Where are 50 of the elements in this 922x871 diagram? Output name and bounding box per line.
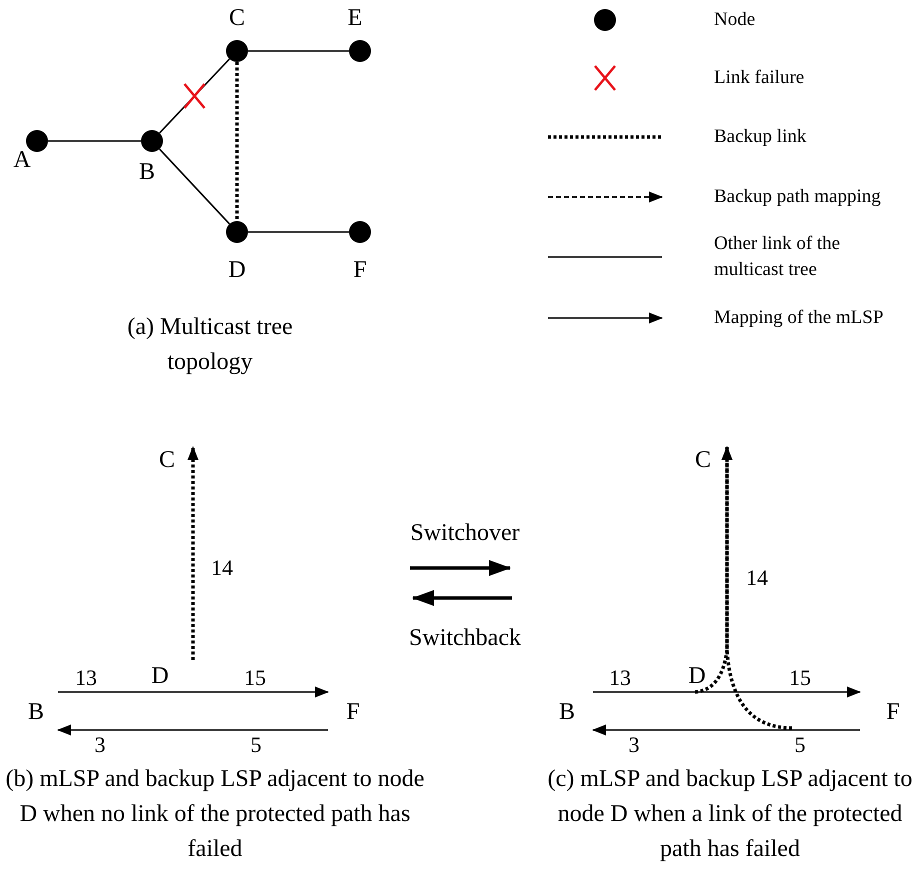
- legend-text: Backup path mapping: [714, 185, 882, 209]
- legend-text: Backup link: [714, 125, 808, 149]
- link-line: [193, 729, 328, 731]
- link-line: [248, 231, 349, 233]
- link-line: [593, 691, 727, 693]
- node-label: E: [348, 6, 362, 30]
- node-label: D: [151, 664, 169, 688]
- node-label: D: [228, 258, 246, 282]
- legend-text: Mapping of the mLSP: [714, 306, 884, 330]
- node-label: C: [695, 448, 711, 472]
- node-label: A: [13, 148, 31, 172]
- edge-label: 15: [244, 667, 266, 689]
- node-label: F: [346, 700, 360, 724]
- link-line: [248, 50, 349, 52]
- link-line: [727, 729, 860, 731]
- legend-text: Link failure: [714, 66, 806, 90]
- edge-label: 5: [794, 734, 806, 756]
- node-label: F: [886, 700, 900, 724]
- switch-label: Switchback: [409, 626, 521, 650]
- edge-label: 14: [746, 567, 768, 589]
- node-label: B: [28, 700, 44, 724]
- edge-label: 13: [609, 667, 631, 689]
- switch-label: Switchover: [410, 521, 520, 545]
- node-label: B: [559, 700, 575, 724]
- edge-label: 3: [94, 734, 106, 756]
- link-line: [48, 140, 141, 142]
- edge-label: 3: [628, 734, 640, 756]
- node-label: D: [688, 664, 706, 688]
- figure-caption: (c) mLSP and backup LSP adjacent to node D when a link of the protected path has failed: [546, 765, 914, 864]
- dotted-arrow: [188, 446, 198, 660]
- edge-label: 13: [75, 667, 97, 689]
- node-label: C: [229, 6, 245, 30]
- dotted-line: [235, 62, 239, 221]
- node-label: C: [159, 448, 175, 472]
- edge-label: 5: [250, 734, 262, 756]
- figure-caption: (b) mLSP and backup LSP adjacent to node D when no link of the protected path has failed: [5, 765, 425, 864]
- legend-text: Node: [714, 8, 756, 32]
- figure-caption: (a) Multicast tree topology: [126, 313, 294, 377]
- dotted-arrow: [722, 446, 792, 730]
- node-label: F: [353, 258, 367, 282]
- arrow: [57, 724, 193, 736]
- link-line: [158, 148, 230, 224]
- node-label: B: [139, 160, 155, 184]
- edge-label: 14: [211, 557, 233, 579]
- link-line: [58, 691, 193, 693]
- arrow: [592, 724, 727, 736]
- edge-label: 15: [789, 667, 811, 689]
- arrow: [193, 686, 329, 698]
- legend-text: Other link of the multicast tree: [714, 232, 842, 282]
- arrow: [727, 686, 861, 698]
